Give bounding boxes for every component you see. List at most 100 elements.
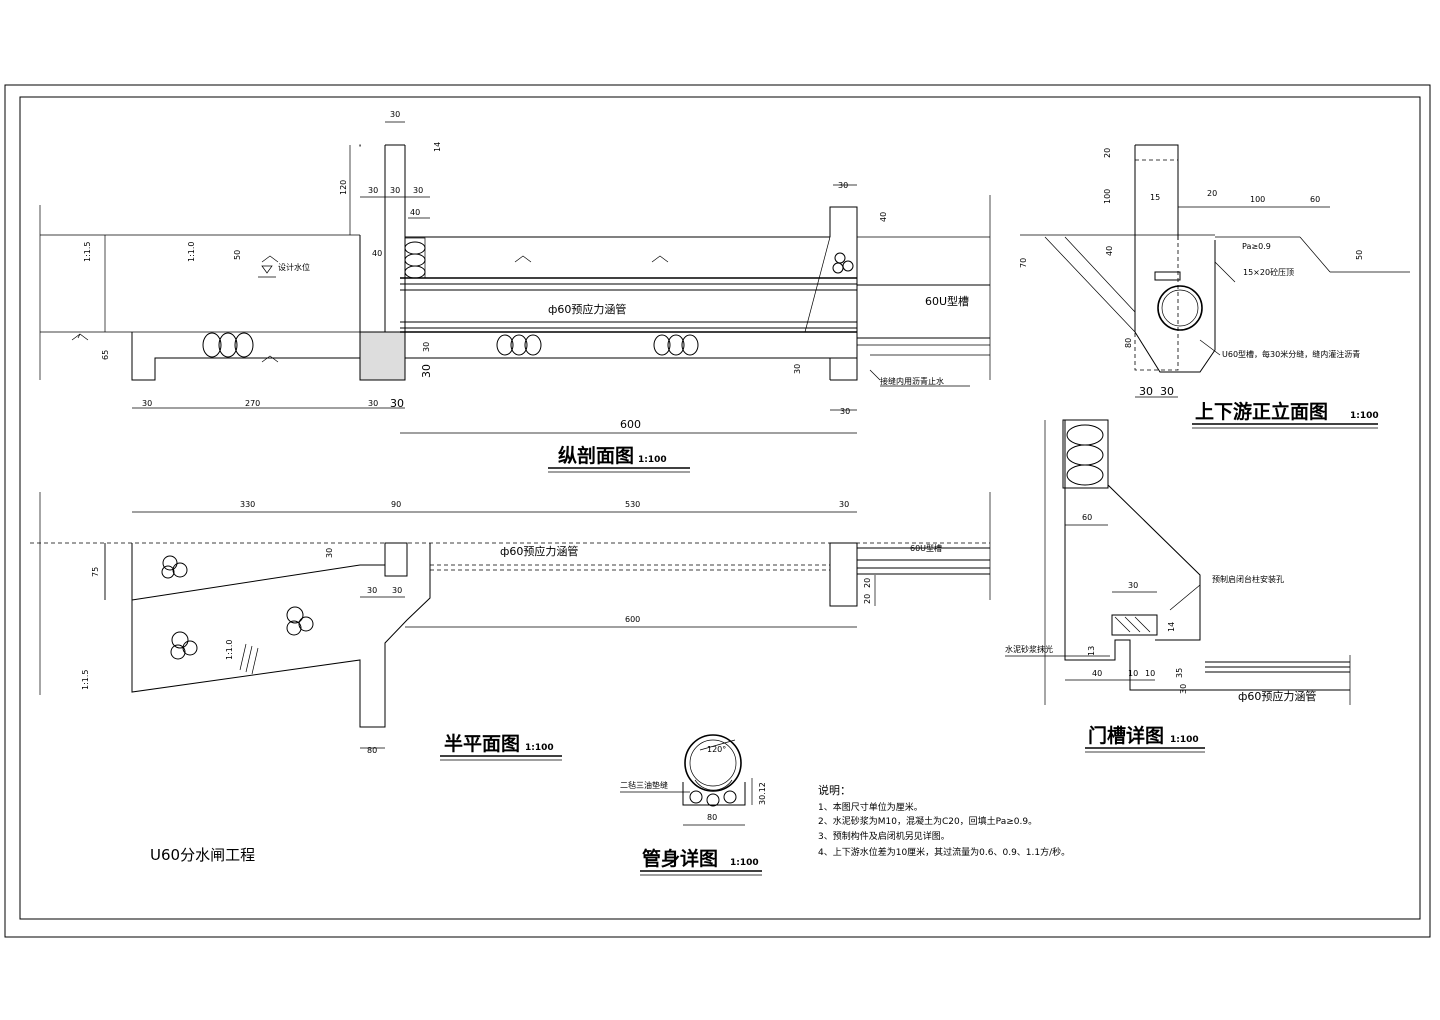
slope-label-b: 1:1.0 <box>187 241 196 262</box>
slope-label-d: 1:1.0 <box>225 639 234 660</box>
dim: 30 <box>1128 581 1138 590</box>
dim: 14 <box>433 142 442 152</box>
slope-label-c: 1:1.5 <box>81 669 90 690</box>
scale-longitudinal: 1:100 <box>638 455 667 465</box>
pipe-label-plan: ф60预应力涵管 <box>500 544 578 558</box>
dim: 20 <box>1207 189 1217 198</box>
dim: 30 <box>390 186 400 195</box>
dim: 80 <box>1124 338 1133 348</box>
pipe-gate-label: ф60预应力涵管 <box>1238 689 1316 703</box>
outer-border <box>4 84 1431 938</box>
dim: 30 <box>413 186 423 195</box>
note-item: 1、本图尺寸单位为厘米。 <box>818 801 923 813</box>
dim: 120 <box>339 180 348 195</box>
dim: 30 <box>390 397 404 410</box>
dim: 30 <box>390 110 400 119</box>
dim: 20 <box>1103 148 1112 158</box>
inner-border <box>19 96 1421 920</box>
dim: 15 <box>1150 193 1160 202</box>
scale-pipe-detail: 1:100 <box>730 858 759 868</box>
half-plan: 1:1.5 1:1.0 ф60预应力涵管 60U型槽 330 90 530 30… <box>30 492 991 761</box>
dim: 30 <box>367 586 377 595</box>
dim: 30 <box>392 586 402 595</box>
scale-gate-slot: 1:100 <box>1170 735 1199 745</box>
dim: 60 <box>1082 513 1092 522</box>
gate-slot-detail: 预制启闭台柱安装孔 水泥砂浆抹光 ф60预应力涵管 60 30 14 13 40… <box>1005 419 1351 753</box>
water-level-label: 设计水位 <box>278 262 310 272</box>
dim: 60 <box>1310 195 1320 204</box>
dim: 30 <box>1179 684 1188 694</box>
dim: 13 <box>1087 646 1096 656</box>
notes-heading: 说明： <box>818 783 851 797</box>
dim: 530 <box>625 500 640 509</box>
project-name: U60分水闸工程 <box>150 846 255 864</box>
dim: 20 <box>863 594 872 604</box>
dim: 30 <box>368 399 378 408</box>
dim: 20 <box>863 578 872 588</box>
dim: 330 <box>240 500 255 509</box>
grass-marks <box>71 255 669 363</box>
dim: 10 <box>1128 669 1138 678</box>
dim: 70 <box>1019 258 1028 268</box>
dim: 40 <box>372 249 382 258</box>
title-pipe-detail: 管身详图 <box>642 847 718 870</box>
longitudinal-section: 设计水位 ф60预应力涵管 60U型槽 接缝内用沥青止水 1:1.5 1:1.0… <box>39 110 991 473</box>
general-notes: 说明： 1、本图尺寸单位为厘米。 2、水泥砂浆为M10，混凝土为C20，回填土P… <box>818 783 1070 858</box>
stone-marks-plan <box>161 555 314 660</box>
dim: 30 <box>422 342 431 352</box>
dim: 30 <box>325 548 334 558</box>
note-item: 2、水泥砂浆为M10，混凝土为C20，回填土Pa≥0.9。 <box>818 815 1037 827</box>
scale-half-plan: 1:100 <box>525 743 554 753</box>
title-elevation: 上下游正立面图 <box>1195 400 1328 423</box>
mortar-label: 水泥砂浆抹光 <box>1005 644 1053 654</box>
dim: 40 <box>879 212 888 222</box>
dim: 30 <box>1139 385 1153 398</box>
dim: 30.12 <box>758 782 767 805</box>
dim: 40 <box>410 208 420 217</box>
dim: 600 <box>620 418 641 431</box>
dim: 30 <box>840 407 850 416</box>
dim: 10 <box>1145 669 1155 678</box>
dim: 30 <box>839 500 849 509</box>
title-gate-slot: 门槽详图 <box>1088 724 1164 747</box>
dim: 40 <box>1105 246 1114 256</box>
title-longitudinal: 纵剖面图 <box>558 444 634 467</box>
dim: 30 <box>1160 385 1174 398</box>
dim: 50 <box>1355 250 1364 260</box>
scale-elevation: 1:100 <box>1350 411 1379 421</box>
note-item: 4、上下游水位差为10厘米，其过流量为0.6、0.9、1.1方/秒。 <box>818 846 1070 858</box>
stone-fill <box>404 237 426 279</box>
dim: 30 <box>793 364 802 374</box>
dim: 65 <box>101 350 110 360</box>
dim: 14 <box>1167 622 1176 632</box>
elevation-view: Pa≥0.9 15×20砼压顶 U60型槽，每30米分缝，缝内灌注沥青 20 1… <box>1019 144 1410 429</box>
crest-label: 15×20砼压顶 <box>1243 267 1294 277</box>
saddle-label: 二毡三油垫缝 <box>620 780 668 790</box>
dim: 40 <box>1092 669 1102 678</box>
dim: 50 <box>233 250 242 260</box>
dim: 90 <box>391 500 401 509</box>
u-channel-label-plan: 60U型槽 <box>910 543 942 553</box>
pipe-label: ф60预应力涵管 <box>548 302 626 316</box>
compaction-label: Pa≥0.9 <box>1242 242 1271 251</box>
note-item: 3、预制构件及启闭机另见详图。 <box>818 830 950 842</box>
dim: 35 <box>1175 668 1184 678</box>
angle-label: 120° <box>707 745 726 754</box>
gate-hole-label: 预制启闭台柱安装孔 <box>1212 574 1284 584</box>
dim: 30 <box>420 364 433 378</box>
joint-note: 接缝内用沥青止水 <box>880 376 944 386</box>
slope-label-a: 1:1.5 <box>83 241 92 262</box>
dim: 75 <box>91 567 100 577</box>
dim: 30 <box>368 186 378 195</box>
title-half-plan: 半平面图 <box>444 732 520 755</box>
u-channel-note: U60型槽，每30米分缝，缝内灌注沥青 <box>1222 349 1360 359</box>
pipe-detail: 120° 二毡三油垫缝 80 30.12 管身详图 1:100 <box>620 734 767 876</box>
dim: 270 <box>245 399 260 408</box>
u-channel-label: 60U型槽 <box>925 294 969 308</box>
dim: 30 <box>142 399 152 408</box>
dim: 30 <box>838 181 848 190</box>
dim: 80 <box>367 746 377 755</box>
dim: 100 <box>1250 195 1265 204</box>
dim: 80 <box>707 813 717 822</box>
